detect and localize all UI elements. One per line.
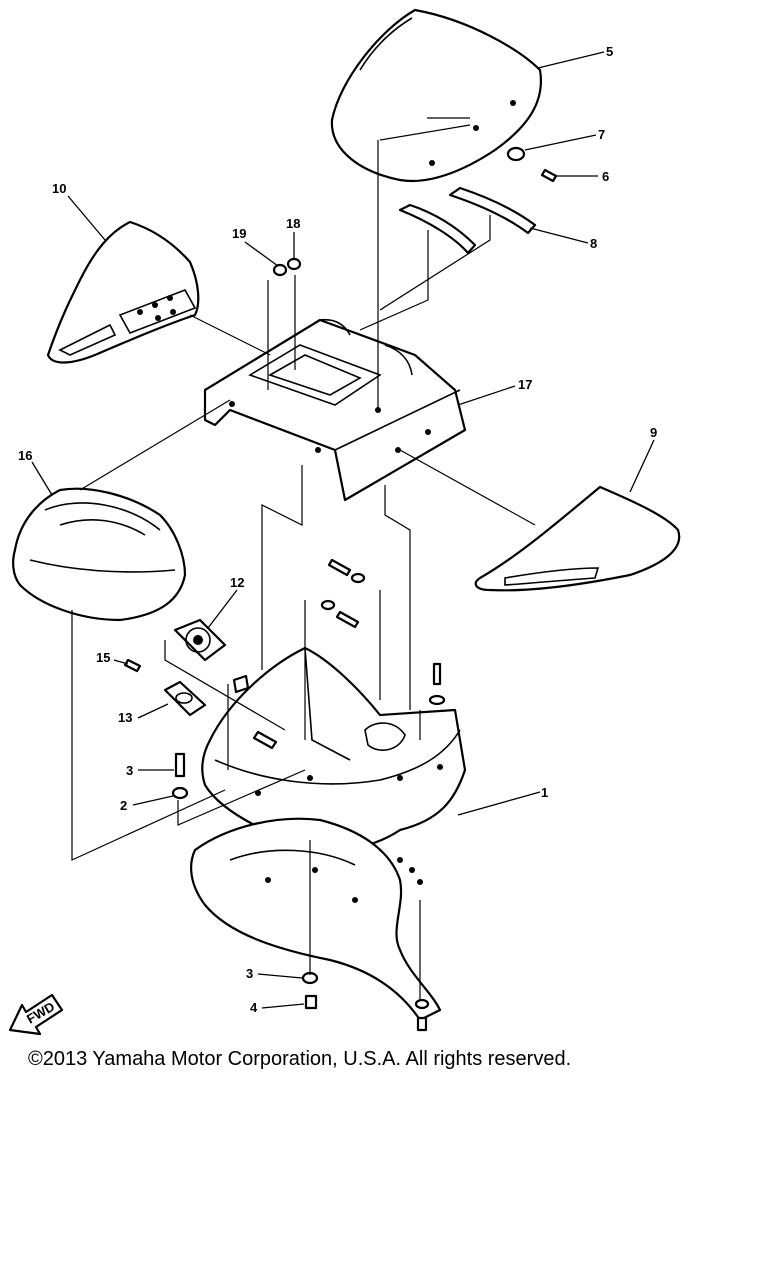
callout-5: 5 [606, 44, 613, 59]
bolts-and-washers[interactable] [171, 558, 446, 1032]
leader-lines [31, 51, 655, 1009]
callout-2: 2 [120, 798, 127, 813]
fwd-arrow-icon: FWD [8, 993, 64, 1036]
callout-13: 13 [118, 710, 132, 725]
callout-8: 8 [590, 236, 597, 251]
part-8-strips[interactable] [398, 186, 537, 255]
part-17-frame[interactable] [203, 318, 467, 502]
part-9-side-cover[interactable] [474, 485, 681, 592]
alignment-guides [71, 117, 536, 1000]
callout-7: 7 [598, 127, 605, 142]
callout-17: 17 [518, 377, 532, 392]
part-13-gasket[interactable] [163, 680, 207, 717]
part-1-lower-hull[interactable] [190, 646, 467, 1022]
callout-15: 15 [96, 650, 110, 665]
callout-1: 1 [541, 785, 548, 800]
callout-16: 16 [18, 448, 32, 463]
part-12-gauge[interactable] [173, 618, 227, 662]
callout-18: 18 [286, 216, 300, 231]
callout-3a: 3 [126, 763, 133, 778]
part-5-windshield[interactable] [330, 8, 542, 182]
copyright-notice: ©2013 Yamaha Motor Corporation, U.S.A. A… [28, 1048, 572, 1070]
exploded-parts-diagram: FWD 5 7 6 8 9 10 18 19 17 16 12 15 13 [8, 8, 681, 1036]
part-18-nut[interactable] [286, 257, 302, 271]
part-10-side-cover[interactable] [46, 220, 200, 364]
callout-6: 6 [602, 169, 609, 184]
callout-numbers: 5 7 6 8 9 10 18 19 17 16 12 15 13 3 2 1 … [18, 44, 657, 1015]
callout-12: 12 [230, 575, 244, 590]
callout-19: 19 [232, 226, 246, 241]
part-15-screw[interactable] [123, 658, 142, 673]
part-7-nut[interactable] [506, 146, 526, 162]
part-6-screw[interactable] [540, 168, 558, 183]
part-19-washer[interactable] [272, 263, 288, 277]
callout-4: 4 [250, 1000, 258, 1015]
part-16-front-cover[interactable] [12, 487, 187, 622]
callout-3b: 3 [246, 966, 253, 981]
callout-10: 10 [52, 181, 66, 196]
callout-9: 9 [650, 425, 657, 440]
